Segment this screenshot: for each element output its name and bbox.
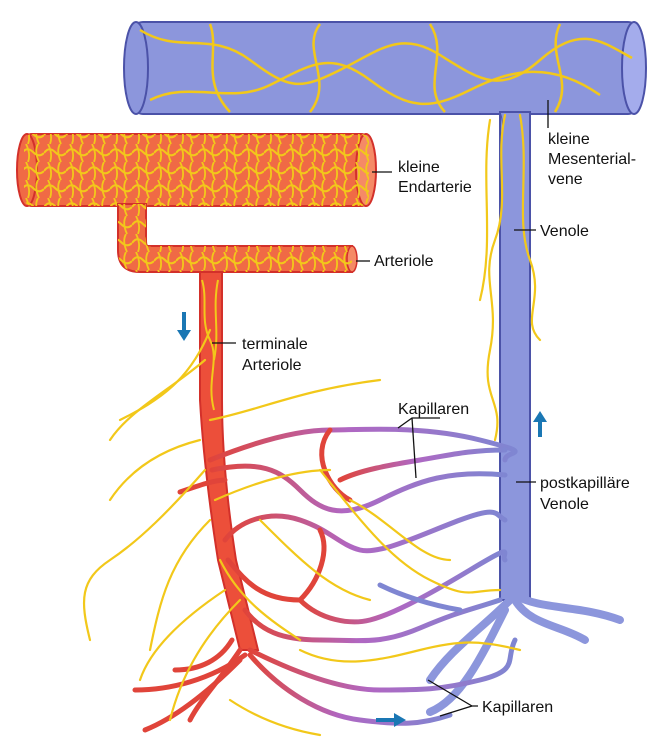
endarterie-vessel: [16, 133, 377, 207]
label-endarterie: kleine Endarterie: [398, 159, 472, 196]
venule-branches: [426, 591, 624, 716]
venole-vessel: [499, 111, 531, 601]
flow-arrow-down-icon: [177, 312, 191, 341]
label-mesenterialvene: kleine Mesenterial- vene: [548, 131, 640, 188]
label-venole: Venole: [540, 223, 589, 240]
nerve-fibers: [82, 113, 542, 737]
terminale-arteriole-vessel: [199, 271, 260, 651]
label-terminale-arteriole: terminale Arteriole: [242, 336, 312, 374]
mesenterial-vene: [123, 21, 647, 115]
label-kapillaren-bottom: Kapillaren: [482, 699, 553, 716]
label-kapillaren-top: Kapillaren: [398, 401, 469, 418]
flow-arrow-right-icon: [376, 713, 406, 727]
leader-lines: [212, 100, 549, 717]
flow-arrow-up-icon: [533, 411, 547, 437]
label-postkapillaere-venole: postkapilläre Venole: [540, 475, 634, 513]
label-arteriole: Arteriole: [374, 253, 434, 270]
arteriole-vessel: [117, 203, 358, 273]
